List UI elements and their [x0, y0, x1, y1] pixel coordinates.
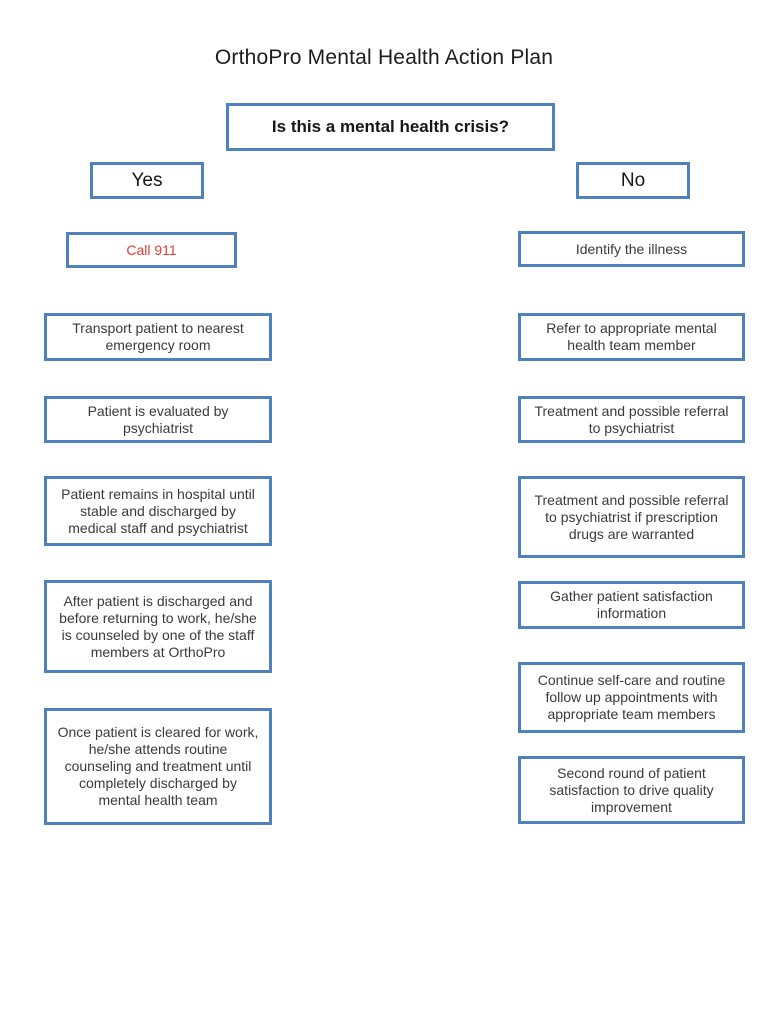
step-patient-evaluated: Patient is evaluated by psychiatrist: [44, 396, 272, 443]
step-identify-illness: Identify the illness: [518, 231, 745, 267]
step-counseled-before-work: After patient is discharged and before r…: [44, 580, 272, 673]
page-title: OrthoPro Mental Health Action Plan: [214, 46, 554, 69]
question-box: Is this a mental health crisis?: [226, 103, 555, 151]
branch-label-no: No: [576, 162, 690, 199]
step-transport-patient: Transport patient to nearest emergency r…: [44, 313, 272, 361]
step-patient-remains-hospital: Patient remains in hospital until stable…: [44, 476, 272, 546]
branch-label-yes: Yes: [90, 162, 204, 199]
step-routine-counseling-until-discharge: Once patient is cleared for work, he/she…: [44, 708, 272, 825]
step-continue-self-care: Continue self-care and routine follow up…: [518, 662, 745, 733]
step-call-911: Call 911: [66, 232, 237, 268]
step-gather-satisfaction: Gather patient satisfaction information: [518, 581, 745, 629]
step-treatment-referral-prescription: Treatment and possible referral to psych…: [518, 476, 745, 558]
step-treatment-referral: Treatment and possible referral to psych…: [518, 396, 745, 443]
step-refer-team-member: Refer to appropriate mental health team …: [518, 313, 745, 361]
step-second-satisfaction-round: Second round of patient satisfaction to …: [518, 756, 745, 824]
